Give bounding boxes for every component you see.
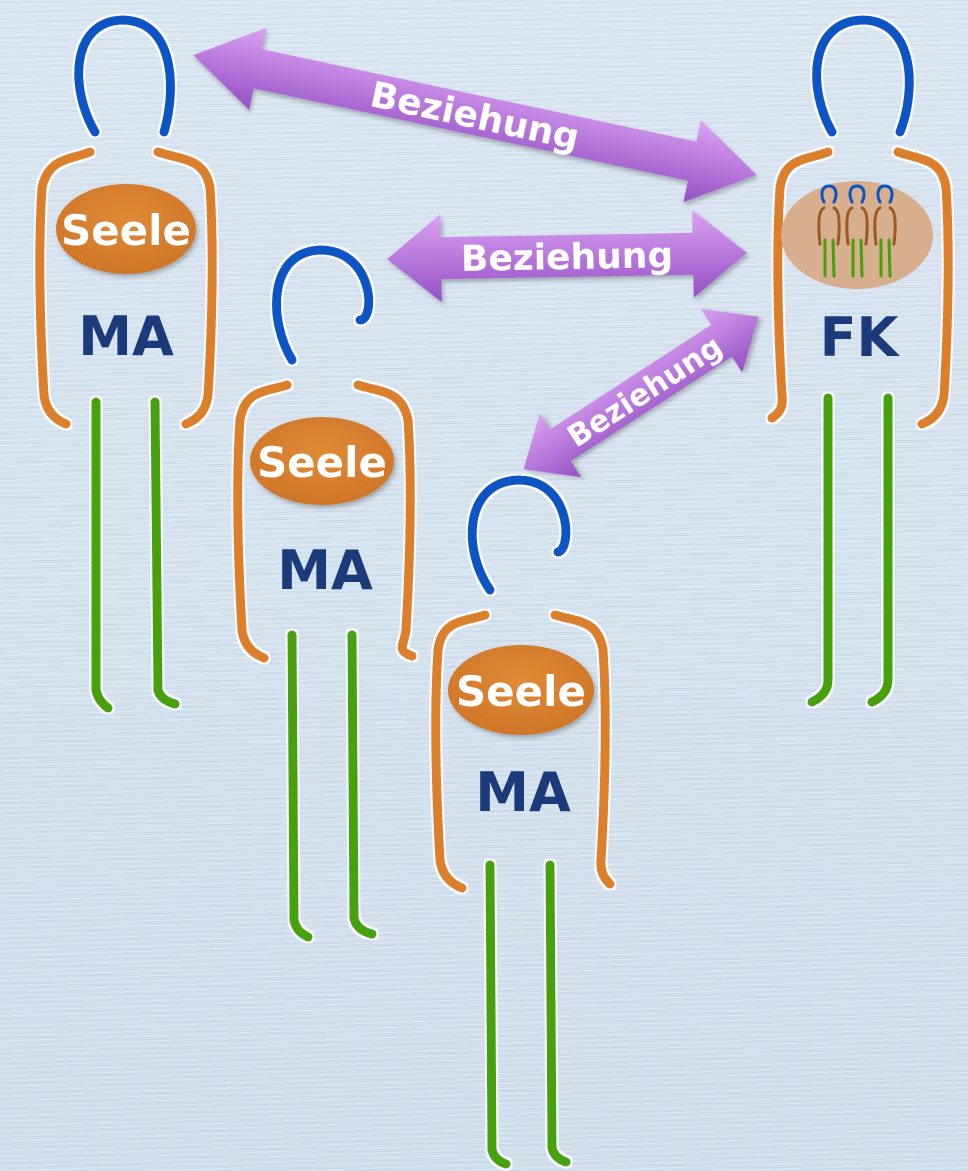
torso-outline bbox=[35, 147, 217, 429]
role-label: MA bbox=[475, 761, 571, 824]
role-label: MA bbox=[78, 305, 174, 368]
person-figure-fk bbox=[767, 15, 953, 707]
mini-figures-icon bbox=[817, 184, 897, 278]
soul-label: Seele bbox=[456, 667, 586, 716]
torso-outline bbox=[767, 147, 953, 429]
head-outline bbox=[74, 15, 175, 137]
relation-label: Beziehung bbox=[561, 329, 728, 455]
legs-outline bbox=[91, 397, 180, 713]
legs-outline bbox=[485, 860, 571, 1169]
legs-outline bbox=[807, 393, 893, 707]
mini-person-icon bbox=[845, 184, 869, 278]
role-label: MA bbox=[277, 539, 373, 602]
head-outline bbox=[272, 245, 374, 365]
relation-label: Beziehung bbox=[461, 235, 674, 280]
double-arrow-shape bbox=[523, 308, 759, 478]
head-outline bbox=[467, 475, 571, 595]
double-arrow-shape bbox=[387, 209, 747, 303]
fk-core-ellipse bbox=[781, 181, 933, 289]
relation-arrow-2: Beziehung bbox=[387, 209, 747, 303]
torso-outline bbox=[431, 610, 615, 893]
torso-outline bbox=[233, 380, 417, 663]
person-figure-ma-3 bbox=[431, 475, 615, 1169]
relation-arrow-3: Beziehung bbox=[523, 308, 759, 478]
legs-outline bbox=[287, 630, 377, 942]
double-arrow-shape bbox=[193, 27, 757, 203]
mini-person-icon bbox=[873, 184, 897, 278]
role-label: FK bbox=[820, 306, 901, 369]
relation-arrow-1: Beziehung bbox=[193, 27, 757, 203]
soul-ellipse bbox=[250, 417, 394, 505]
soul-ellipse bbox=[56, 184, 196, 274]
person-figure-ma-2 bbox=[233, 245, 417, 942]
soul-ellipse bbox=[448, 645, 594, 735]
head-outline bbox=[812, 15, 914, 137]
person-figure-ma-1 bbox=[35, 15, 217, 713]
mini-person-icon bbox=[817, 184, 841, 278]
relation-label: Beziehung bbox=[367, 74, 583, 158]
soul-label: Seele bbox=[257, 438, 387, 487]
soul-label: Seele bbox=[61, 206, 191, 255]
